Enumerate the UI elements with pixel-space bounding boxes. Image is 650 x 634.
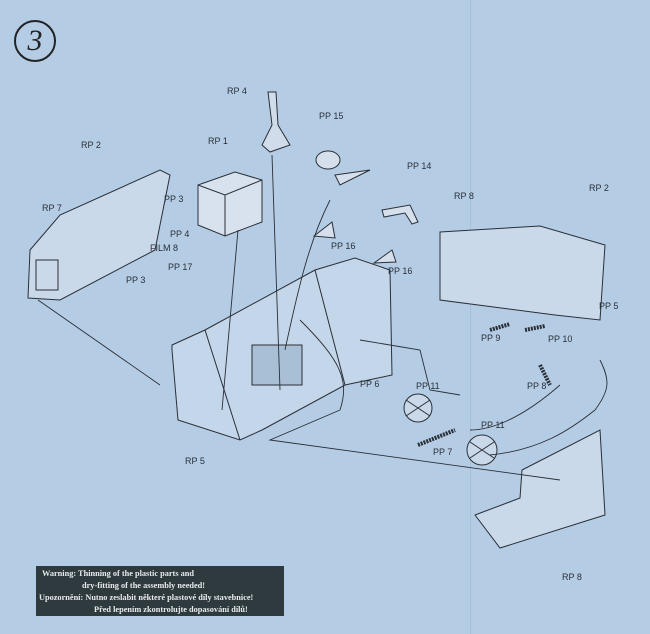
label-rp7: RP 7 xyxy=(42,203,62,213)
label-pp14: PP 14 xyxy=(407,161,432,171)
pp15-part xyxy=(315,150,371,186)
step-number: 3 xyxy=(14,20,56,62)
rp4-stick xyxy=(261,91,291,153)
warning-line-4: Před lepením zkontrolujte dopasování díl… xyxy=(94,605,248,614)
label-pp8: PP 8 xyxy=(527,381,547,391)
label-pp17: PP 17 xyxy=(168,262,193,272)
label-rp4: RP 4 xyxy=(227,86,247,96)
pp7-pp8-springs xyxy=(417,322,552,447)
guide-lines xyxy=(37,154,608,481)
label-pp6: PP 6 xyxy=(360,379,380,389)
warning-line-2: dry-fitting of the assembly needed! xyxy=(82,581,206,590)
label-pp16-top: PP 16 xyxy=(331,241,356,251)
pp11-wheels xyxy=(403,393,498,466)
label-rp2-left: RP 2 xyxy=(81,140,101,150)
pp14-part xyxy=(381,204,419,225)
warning-line-3: Upozornění: Nutno zeslabit některé plast… xyxy=(39,593,254,602)
label-pp3-top: PP 3 xyxy=(164,194,184,204)
warning-box: Warning: Thinning of the plastic parts a… xyxy=(36,566,284,616)
rp8-side-panel xyxy=(439,225,606,321)
label-pp11-left: PP 11 xyxy=(416,381,440,391)
label-rp8-top: RP 8 xyxy=(454,191,474,201)
label-pp3-bottom: PP 3 xyxy=(126,275,146,285)
label-rp2-right: RP 2 xyxy=(589,183,609,193)
label-rp8-bottom: RP 8 xyxy=(562,572,582,582)
label-rp1: RP 1 xyxy=(208,136,228,146)
label-pp16-bottom: PP 16 xyxy=(388,266,413,276)
label-pp15: PP 15 xyxy=(319,111,344,121)
label-rp5: RP 5 xyxy=(185,456,205,466)
rp1-box xyxy=(197,171,263,237)
label-pp4: PP 4 xyxy=(170,229,190,239)
rp7-door-panel xyxy=(27,169,171,301)
label-pp7: PP 7 xyxy=(433,447,453,457)
pp16-film xyxy=(312,221,397,264)
rp8-bottom-panel xyxy=(474,429,606,549)
label-film8: FILM 8 xyxy=(150,243,179,253)
page-fold xyxy=(470,0,471,634)
label-pp10: PP 10 xyxy=(548,334,573,344)
label-pp11-right: PP 11 xyxy=(481,420,505,430)
warning-line-1: Warning: Thinning of the plastic parts a… xyxy=(42,569,194,578)
label-pp5: PP 5 xyxy=(599,301,619,311)
rp5-tub xyxy=(171,257,393,441)
label-pp9: PP 9 xyxy=(481,333,501,343)
